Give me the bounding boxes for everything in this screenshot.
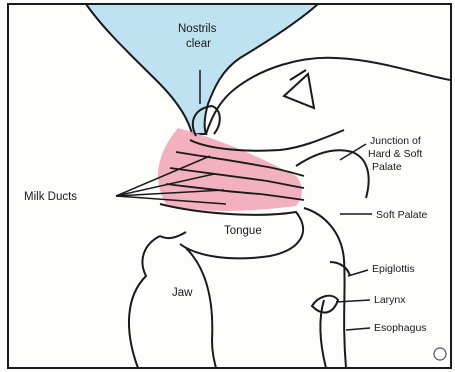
throat-outline [304,208,346,368]
label-nostrils-line1: Nostrils [178,23,217,35]
label-junction-line1: Junction of [370,135,421,147]
esophagus-outline [320,300,326,368]
label-milk-ducts: Milk Ducts [24,191,77,203]
label-junction-line3: Palate [372,161,402,173]
esophagus-pointer [346,328,370,330]
corner-mark-icon [434,348,446,360]
label-esophagus: Esophagus [374,322,427,334]
larynx-shape [312,296,338,313]
label-junction-line2: Hard & Soft [368,148,422,160]
jaw-line [186,248,216,368]
epiglottis-pointer [348,270,368,276]
label-tongue: Tongue [224,225,262,237]
baby-jaw [129,232,186,368]
label-larynx: Larynx [374,294,406,306]
label-jaw: Jaw [172,287,193,299]
baby-eye [284,70,314,108]
palate-curve [296,150,369,198]
larynx-pointer [336,300,370,302]
baby-head-outline [206,58,450,134]
label-soft-palate: Soft Palate [376,209,428,221]
epiglottis-shape [330,262,350,276]
label-epiglottis: Epiglottis [372,263,415,275]
label-nostrils-line2: clear [186,38,211,50]
